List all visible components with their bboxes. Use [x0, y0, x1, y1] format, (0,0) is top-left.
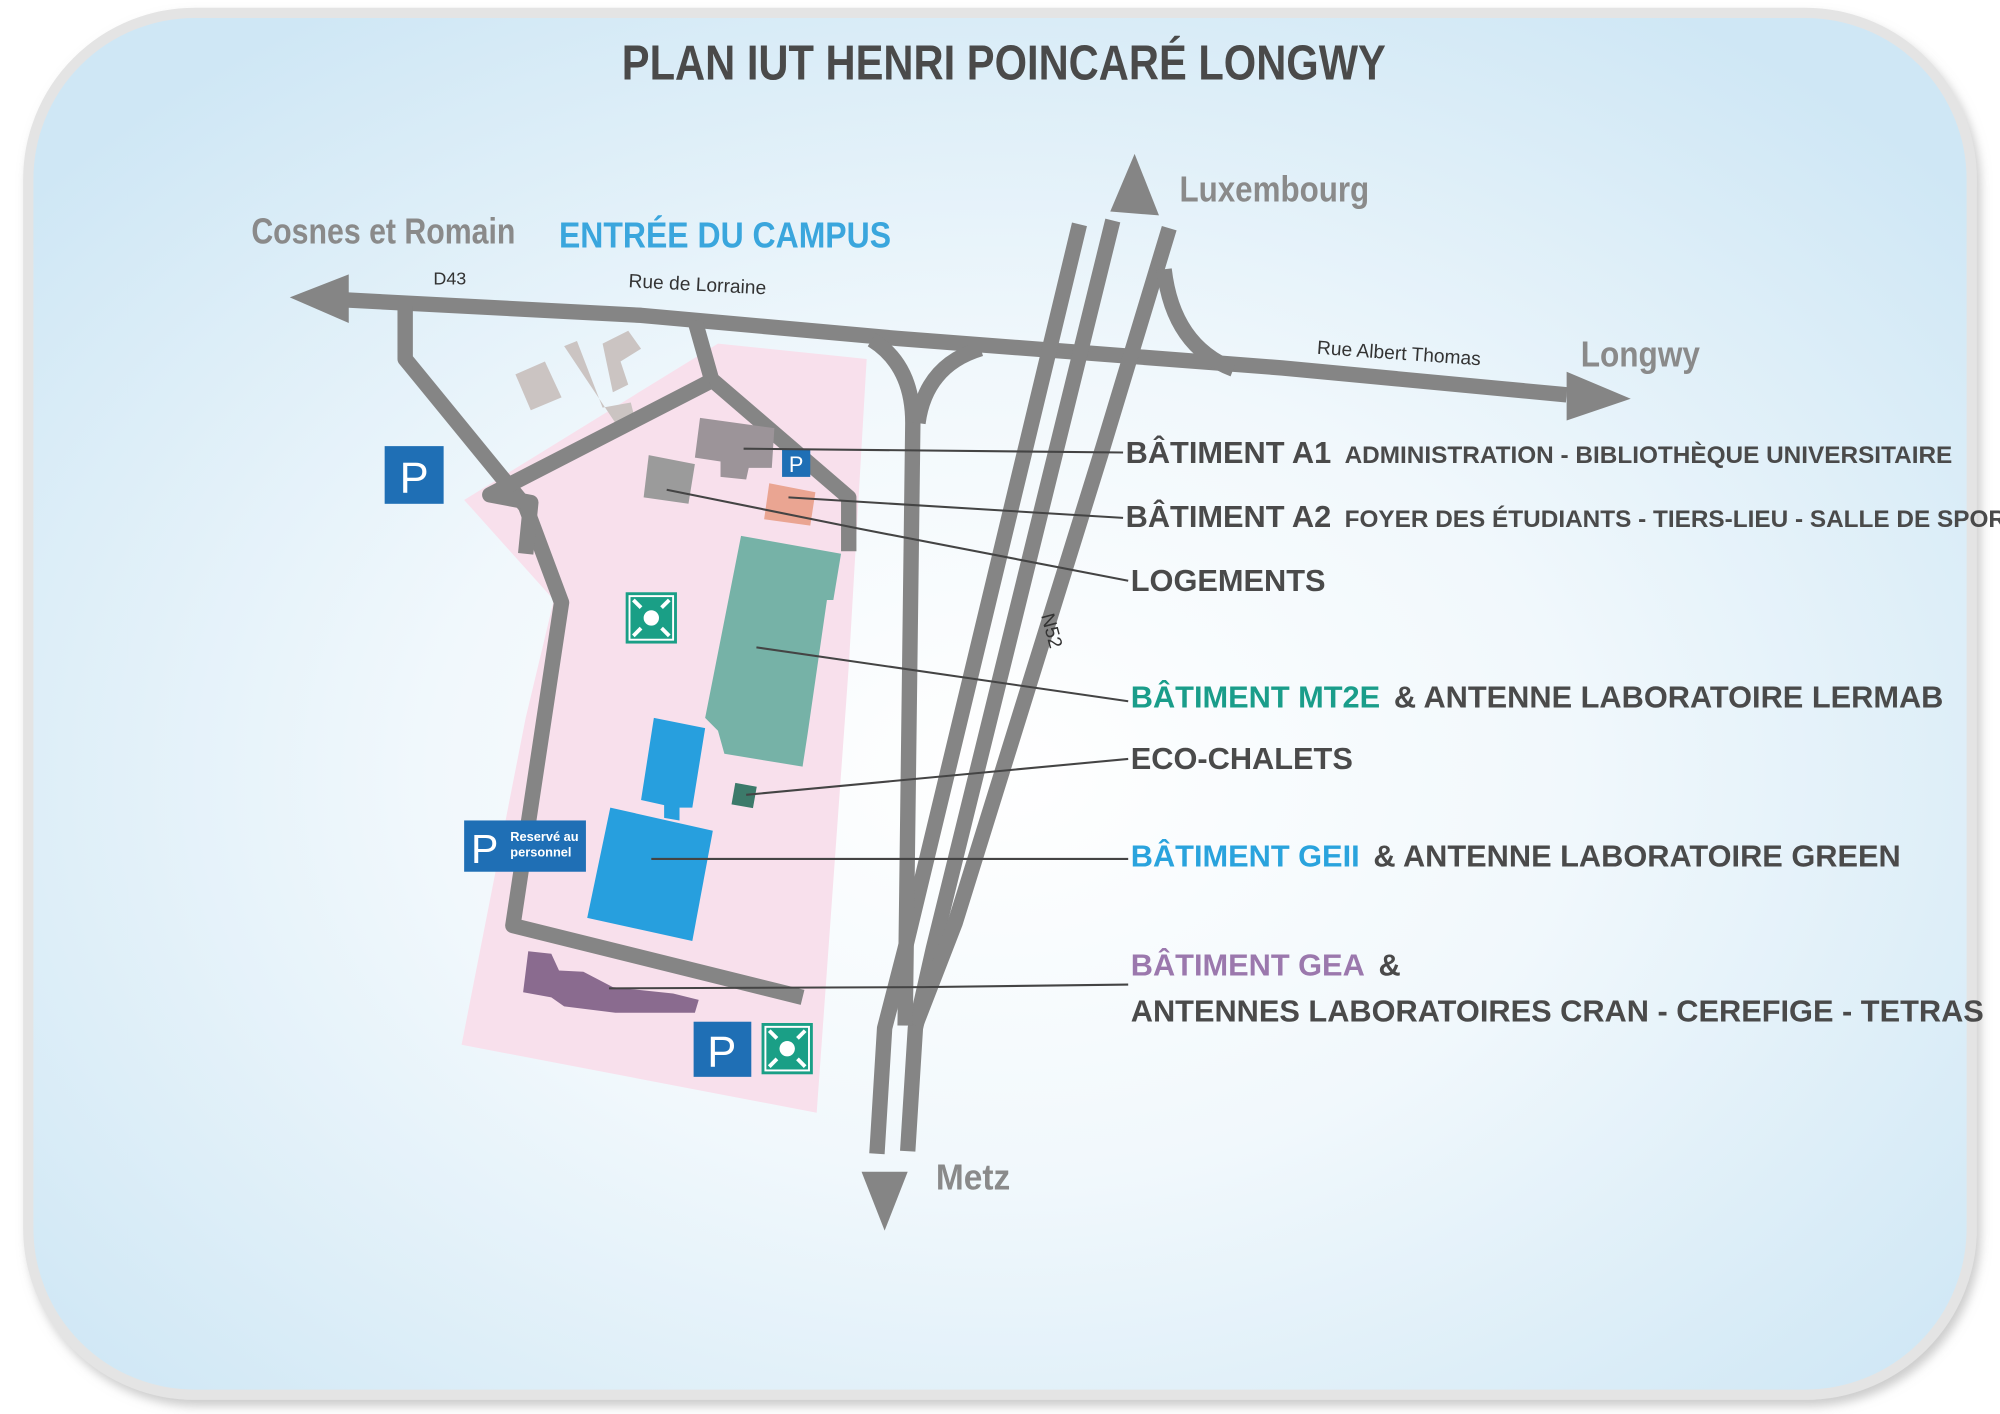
direction-metz: Metz	[936, 1158, 1010, 1198]
label-eco-chalets: ECO-CHALETS	[1131, 741, 1353, 776]
label-mt2e: BÂTIMENT MT2E & ANTENNE LABORATOIRE LERM…	[1131, 679, 1944, 715]
building-geii	[587, 807, 713, 941]
eco-chalets	[731, 782, 757, 809]
label-logements: LOGEMENTS	[1131, 563, 1326, 598]
parking-icon: P	[693, 1021, 752, 1077]
building-a2	[764, 483, 816, 526]
svg-text:P: P	[707, 1029, 736, 1077]
building-a1	[694, 417, 775, 480]
building-geii-annex	[641, 717, 706, 821]
label-gea: BÂTIMENT GEA &	[1131, 947, 1401, 983]
campus-entrance-label: ENTRÉE DU CAMPUS	[559, 215, 891, 255]
parking-icon: P	[782, 448, 811, 477]
label-a1: BÂTIMENT A1 ADMINISTRATION - BIBLIOTHÈQU…	[1126, 434, 1953, 470]
direction-luxembourg: Luxembourg	[1179, 169, 1369, 209]
arrow-east-icon	[1566, 371, 1631, 421]
staff-parking-icon: P Reservé au personnel	[464, 820, 586, 872]
svg-text:P: P	[789, 452, 804, 477]
direction-longwy: Longwy	[1581, 335, 1700, 375]
parking-icon: P	[384, 446, 444, 504]
label-a2: BÂTIMENT A2 FOYER DES ÉTUDIANTS - TIERS-…	[1126, 498, 2000, 534]
building-mt2e	[705, 535, 842, 767]
label-geii: BÂTIMENT GEII & ANTENNE LABORATOIRE GREE…	[1131, 838, 1901, 874]
neighbour-buildings	[515, 330, 642, 424]
page-title: PLAN IUT HENRI POINCARÉ LONGWY	[622, 36, 1386, 90]
svg-text:P: P	[400, 454, 429, 502]
road-d43: D43	[433, 269, 466, 289]
building-logements	[643, 455, 695, 504]
label-gea-labs: ANTENNES LABORATOIRES CRAN - CEREFIGE - …	[1131, 994, 1984, 1029]
arrow-north-icon	[1110, 153, 1159, 216]
arrow-south-icon	[861, 1171, 908, 1231]
arrow-west-icon	[289, 274, 349, 324]
assembly-point-icon	[625, 592, 677, 644]
svg-text:personnel: personnel	[510, 844, 571, 859]
leader-lines	[608, 447, 1129, 990]
svg-text:Reservé au: Reservé au	[510, 829, 578, 844]
svg-text:P: P	[471, 826, 498, 872]
assembly-point-icon	[761, 1023, 813, 1075]
building-gea	[523, 951, 699, 1013]
direction-cosnes: Cosnes et Romain	[251, 212, 515, 252]
